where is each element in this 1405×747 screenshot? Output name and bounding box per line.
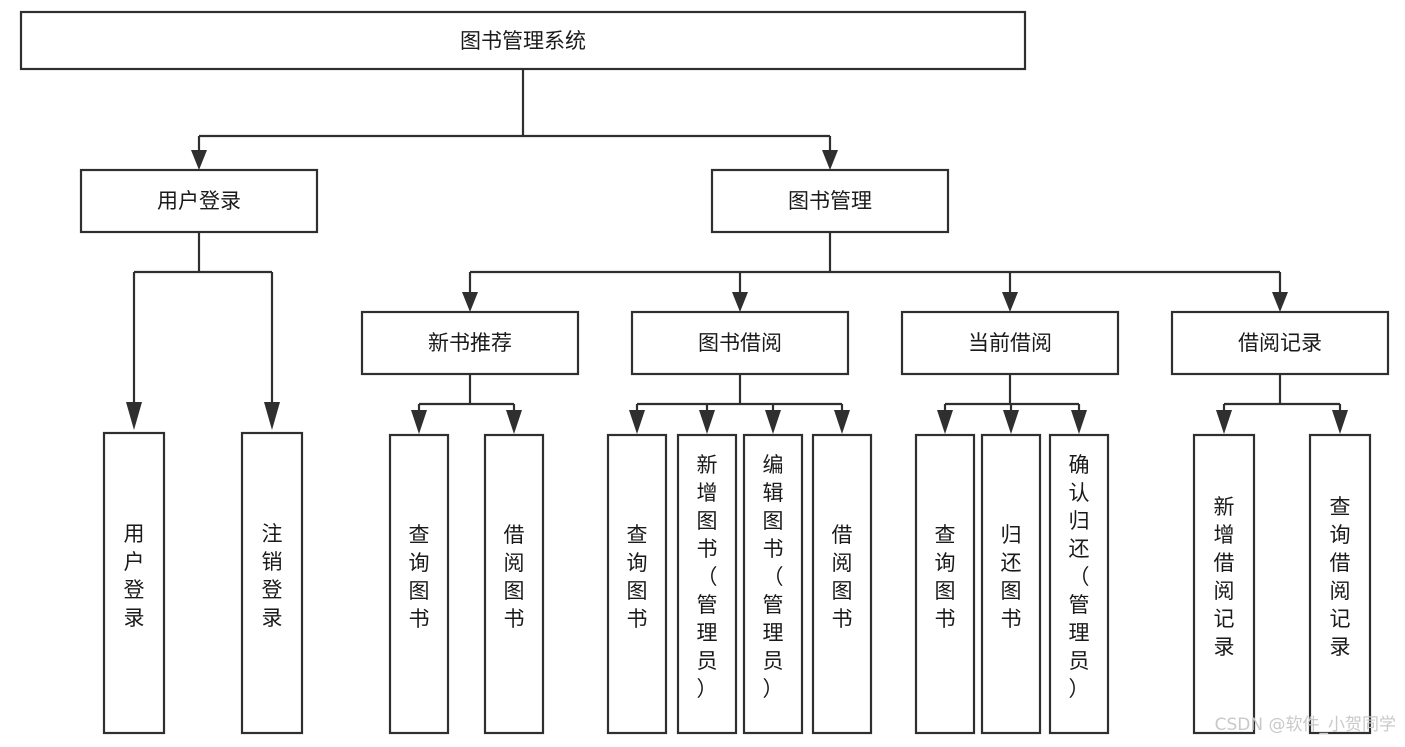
node-leaf-borrow-book-1-label: 借阅图书	[504, 523, 525, 631]
node-leaf-query-record[interactable]: 查询借阅记录	[1308, 433, 1372, 735]
node-user-login-box[interactable]	[79, 168, 319, 234]
arrow-head-leaf-edit-book	[765, 410, 781, 434]
node-leaf-logout[interactable]: 注销登录	[240, 431, 304, 735]
node-root-label: 图书管理系统	[460, 29, 586, 53]
node-borrow-record[interactable]: 借阅记录	[1170, 310, 1390, 376]
arrow-head-user-login	[191, 150, 207, 170]
node-new-book-rec-label: 新书推荐	[428, 331, 512, 355]
node-leaf-confirm-return[interactable]: 确认归还（管理员）	[1048, 433, 1110, 735]
node-leaf-logout-box[interactable]	[240, 431, 304, 735]
node-leaf-query-book-1-label: 查询图书	[409, 523, 430, 631]
arrow-head-borrow-record	[1272, 292, 1288, 312]
arrow-head-new-book-rec	[462, 292, 478, 312]
node-root[interactable]: 图书管理系统	[19, 10, 1027, 71]
node-leaf-user-login[interactable]: 用户登录	[102, 431, 166, 735]
node-leaf-return-book-label: 归还图书	[1001, 523, 1022, 631]
arrow-head-leaf-add-book	[699, 410, 715, 434]
connector-layer	[126, 70, 1348, 434]
node-leaf-borrow-book-2[interactable]: 借阅图书	[811, 433, 873, 735]
node-current-borrow-label: 当前借阅	[968, 331, 1052, 355]
node-leaf-confirm-return-box[interactable]	[1048, 433, 1110, 735]
node-user-login[interactable]: 用户登录	[79, 168, 319, 234]
node-book-borrow[interactable]: 图书借阅	[630, 310, 850, 376]
node-leaf-query-book-3[interactable]: 查询图书	[914, 433, 976, 735]
node-leaf-query-book-2-label: 查询图书	[627, 523, 648, 631]
csdn-watermark: CSDN @软件_小贺同学	[1215, 715, 1396, 735]
arrow-head-leaf-user-login	[126, 402, 142, 430]
node-new-book-rec-box[interactable]	[360, 310, 580, 376]
arrow-head-leaf-borrow-book-2	[834, 410, 850, 434]
node-leaf-add-book-box[interactable]	[676, 433, 738, 735]
arrow-head-leaf-add-record	[1216, 410, 1232, 434]
node-leaf-user-login-box[interactable]	[102, 431, 166, 735]
node-leaf-add-record-label: 新增借阅记录	[1214, 495, 1235, 659]
node-book-manage[interactable]: 图书管理	[710, 168, 950, 234]
arrow-head-current-borrow	[1002, 292, 1018, 312]
node-leaf-query-book-1[interactable]: 查询图书	[388, 433, 450, 735]
node-current-borrow[interactable]: 当前借阅	[900, 310, 1120, 376]
node-leaf-edit-book-box[interactable]	[742, 433, 804, 735]
node-leaf-edit-book[interactable]: 编辑图书（管理员）	[742, 433, 804, 735]
node-leaf-borrow-book-2-label: 借阅图书	[832, 523, 853, 631]
node-leaf-borrow-book-1-box[interactable]	[483, 433, 545, 735]
node-leaf-borrow-book-2-box[interactable]	[811, 433, 873, 735]
node-leaf-borrow-book-1[interactable]: 借阅图书	[483, 433, 545, 735]
node-borrow-record-label: 借阅记录	[1238, 331, 1322, 355]
node-leaf-query-book-3-box[interactable]	[914, 433, 976, 735]
node-leaf-query-book-3-label: 查询图书	[935, 523, 956, 631]
arrow-head-leaf-borrow-book-1	[506, 410, 522, 434]
node-new-book-rec[interactable]: 新书推荐	[360, 310, 580, 376]
node-leaf-add-book-label: 新增图书（管理员）	[697, 453, 718, 701]
node-leaf-confirm-return-label: 确认归还（管理员）	[1069, 453, 1090, 701]
node-book-borrow-box[interactable]	[630, 310, 850, 376]
node-book-borrow-label: 图书借阅	[698, 331, 782, 355]
arrow-head-leaf-query-book-2	[629, 410, 645, 434]
node-leaf-user-login-label: 用户登录	[124, 522, 145, 630]
node-borrow-record-box[interactable]	[1170, 310, 1390, 376]
node-leaf-edit-book-label: 编辑图书（管理员）	[763, 453, 784, 701]
arrow-head-leaf-return-book	[1003, 410, 1019, 434]
node-leaf-query-record-box[interactable]	[1308, 433, 1372, 735]
node-current-borrow-box[interactable]	[900, 310, 1120, 376]
arrow-head-book-manage	[822, 150, 838, 170]
arrow-head-leaf-confirm-return	[1071, 410, 1087, 434]
node-leaf-return-book[interactable]: 归还图书	[980, 433, 1042, 735]
node-leaf-query-book-2[interactable]: 查询图书	[606, 433, 668, 735]
node-root-box[interactable]	[19, 10, 1027, 71]
node-leaf-add-record[interactable]: 新增借阅记录	[1192, 433, 1256, 735]
node-leaf-add-record-box[interactable]	[1192, 433, 1256, 735]
node-user-login-label: 用户登录	[157, 189, 241, 213]
node-leaf-query-book-1-box[interactable]	[388, 433, 450, 735]
node-leaf-add-book[interactable]: 新增图书（管理员）	[676, 433, 738, 735]
arrow-head-leaf-query-book-1	[411, 410, 427, 434]
node-book-manage-box[interactable]	[710, 168, 950, 234]
node-book-manage-label: 图书管理	[788, 189, 872, 213]
arrow-head-leaf-query-record	[1332, 410, 1348, 434]
arrow-head-book-borrow	[732, 292, 748, 312]
arrow-head-leaf-query-book-3	[937, 410, 953, 434]
node-leaf-logout-label: 注销登录	[262, 522, 283, 630]
node-leaf-query-record-label: 查询借阅记录	[1330, 495, 1351, 659]
node-leaf-query-book-2-box[interactable]	[606, 433, 668, 735]
node-leaf-return-book-box[interactable]	[980, 433, 1042, 735]
arrow-head-leaf-logout	[264, 402, 280, 430]
